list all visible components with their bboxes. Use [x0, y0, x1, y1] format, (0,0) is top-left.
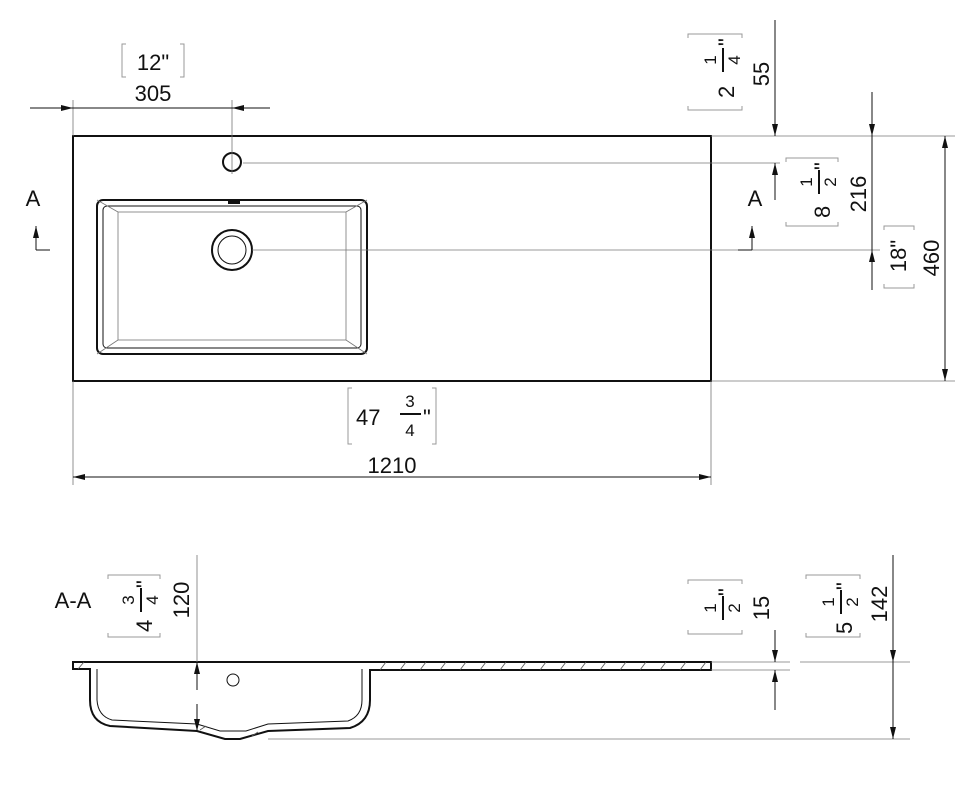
- top-view: 1210 47 3 4 " 305 12" 55 2 1: [26, 20, 955, 485]
- svg-text:": ": [714, 38, 739, 46]
- svg-text:2: 2: [843, 597, 862, 606]
- section-view: A-A: [55, 555, 910, 740]
- bowl-depth-mm: 120: [169, 582, 194, 619]
- svg-text:": ": [810, 162, 835, 170]
- svg-text:1: 1: [701, 603, 720, 612]
- drain: [211, 229, 253, 271]
- overflow-slot: [228, 200, 240, 204]
- section-profile: [72, 661, 712, 740]
- tap-hole: [222, 150, 242, 174]
- svg-text:1: 1: [797, 177, 816, 186]
- tap-offset-mm: 305: [135, 81, 172, 106]
- svg-text:3: 3: [405, 392, 414, 411]
- width-mm: 1210: [368, 453, 417, 478]
- svg-text:": ": [132, 580, 157, 588]
- svg-text:2: 2: [714, 86, 739, 98]
- tap-offset-inch: 12": [121, 43, 185, 78]
- section-hatch: [77, 661, 707, 737]
- section-mark-right: A: [738, 186, 763, 251]
- svg-text:": ": [832, 582, 857, 590]
- svg-text:3: 3: [119, 595, 138, 604]
- svg-text:4: 4: [132, 620, 157, 632]
- bowl-depth-inch: 4 3 4 ": [107, 574, 162, 638]
- section-overflow-hole: [226, 673, 240, 687]
- svg-text:2: 2: [821, 177, 840, 186]
- svg-text:1: 1: [819, 597, 838, 606]
- section-inner-wall: [96, 669, 363, 732]
- svg-text:4: 4: [725, 55, 744, 64]
- svg-text:1: 1: [701, 55, 720, 64]
- section-title: A-A: [55, 588, 92, 613]
- countertop-outline: [72, 135, 712, 382]
- svg-text:": ": [423, 405, 431, 430]
- svg-text:": ": [714, 588, 739, 596]
- svg-text:2: 2: [725, 603, 744, 612]
- top-thickness-mm: 15: [749, 596, 774, 620]
- svg-text:A: A: [26, 186, 41, 211]
- svg-text:A: A: [748, 186, 763, 211]
- basin-outline: [96, 199, 368, 355]
- depth-mm: 460: [919, 240, 944, 277]
- svg-text:4: 4: [405, 421, 414, 440]
- svg-text:12": 12": [137, 50, 169, 75]
- tap-from-back-inch: 2 1 4 ": [687, 33, 744, 111]
- basin-inner-rim: [102, 205, 362, 349]
- total-height-mm: 142: [867, 586, 892, 623]
- svg-text:4: 4: [143, 595, 162, 604]
- svg-text:47: 47: [356, 405, 380, 430]
- depth-inch: 18": [883, 225, 915, 289]
- section-mark-left: A: [26, 186, 50, 251]
- total-height-inch: 5 1 2 ": [805, 574, 862, 638]
- svg-text:5: 5: [832, 622, 857, 634]
- tap-from-back-mm: 55: [749, 62, 774, 86]
- basin-bottom: [117, 211, 347, 341]
- width-inch: 47 3 4 ": [347, 387, 437, 445]
- drain-from-back-inch: 8 1 2 ": [785, 157, 840, 227]
- top-thickness-inch: 1 2 ": [687, 579, 744, 635]
- drain-from-back-mm: 216: [846, 176, 871, 213]
- svg-text:18": 18": [886, 240, 911, 272]
- svg-text:8: 8: [810, 206, 835, 218]
